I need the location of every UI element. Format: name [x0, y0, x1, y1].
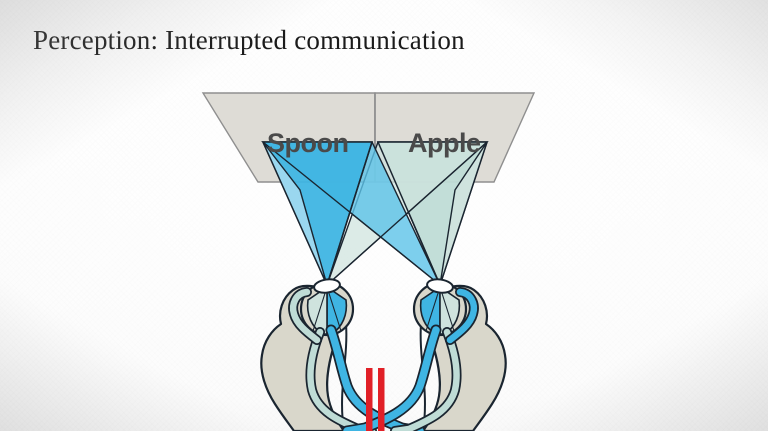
right-optic-nerve-blue-core	[343, 326, 440, 431]
left-lateral-nerve-arc-core	[289, 288, 321, 344]
right-eye	[412, 278, 468, 337]
lesion-bar-right	[378, 368, 385, 431]
cone-ray-left-cross	[262, 141, 441, 286]
visual-field-left-label: Spoon	[267, 128, 348, 158]
left-eye-peripheral-wedge	[262, 141, 328, 286]
right-eye-ray-b	[439, 286, 455, 332]
lesion-bar-left	[366, 368, 373, 431]
right-optic-nerve-teal-core	[391, 328, 460, 431]
right-lateral-nerve-arc-core	[446, 288, 478, 344]
left-optic-nerve-blue-core	[327, 326, 424, 431]
visual-field-right-label: Apple	[408, 128, 481, 158]
page-title: Perception: Interrupted communication	[33, 25, 465, 55]
visual-field-labels: Spoon Apple	[267, 128, 481, 158]
visual-cones	[261, 141, 489, 288]
optic-nerves	[288, 287, 479, 431]
cone-ray-left-inner	[326, 141, 373, 286]
cone-ray-right-cross	[326, 141, 488, 286]
left-eye	[299, 278, 355, 337]
left-eye-ray-b	[326, 286, 342, 332]
left-eye-ray-a	[312, 286, 328, 332]
right-eye-lens	[426, 278, 454, 294]
chiasm-lesion-bars	[366, 368, 385, 431]
left-optic-nerve-teal-core	[307, 328, 376, 431]
left-eye-lens	[313, 278, 341, 294]
cone-ray-right-inner	[377, 141, 441, 286]
right-eye-ray-a	[425, 286, 441, 332]
right-eye-peripheral-wedge	[439, 141, 488, 286]
